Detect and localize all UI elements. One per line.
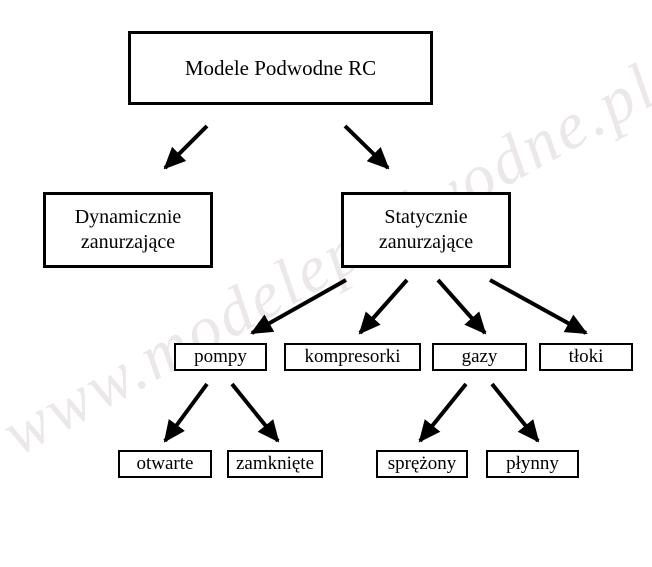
node-modele-podwodne-rc: Modele Podwodne RC (128, 31, 433, 105)
arrow-root-to-dynamic (163, 124, 209, 170)
arrow-static-to-gazy (436, 278, 487, 335)
node-label: Statycznie zanurzające (378, 206, 474, 253)
node-label: sprężony (387, 453, 457, 475)
node-statycznie-zanurzajace: Statycznie zanurzające (341, 192, 511, 268)
arrow-gazy-to-sprezony (418, 382, 468, 443)
node-kompresorki: kompresorki (284, 343, 421, 371)
node-label: kompresorki (304, 346, 401, 368)
arrow-root-to-static (343, 124, 390, 170)
node-label: Modele Podwodne RC (184, 55, 377, 80)
node-label: Dynamicznie zanurzające (74, 206, 182, 253)
node-label: płynny (506, 453, 559, 475)
node-label: tłoki (568, 346, 604, 368)
node-label: zamknięte (235, 453, 315, 475)
node-gazy: gazy (432, 343, 527, 371)
node-label: otwarte (136, 453, 194, 475)
arrow-gazy-to-plynny (490, 382, 540, 443)
node-pompy: pompy (174, 343, 267, 371)
node-tloki: tłoki (539, 343, 633, 371)
arrow-static-to-pompy (250, 278, 347, 335)
node-label: gazy (461, 346, 498, 368)
arrow-pompy-to-otwarte (163, 382, 209, 443)
node-sprezony: sprężony (376, 450, 468, 478)
node-plynny: płynny (486, 450, 579, 478)
arrow-static-to-kompresorki (358, 278, 409, 335)
node-label: pompy (194, 346, 247, 368)
node-zamkniete: zamknięte (227, 450, 323, 478)
arrow-pompy-to-zamkniete (230, 382, 280, 443)
node-dynamicznie-zanurzajace: Dynamicznie zanurzające (43, 192, 213, 268)
arrow-static-to-tloki (489, 278, 588, 335)
node-otwarte: otwarte (118, 450, 212, 478)
